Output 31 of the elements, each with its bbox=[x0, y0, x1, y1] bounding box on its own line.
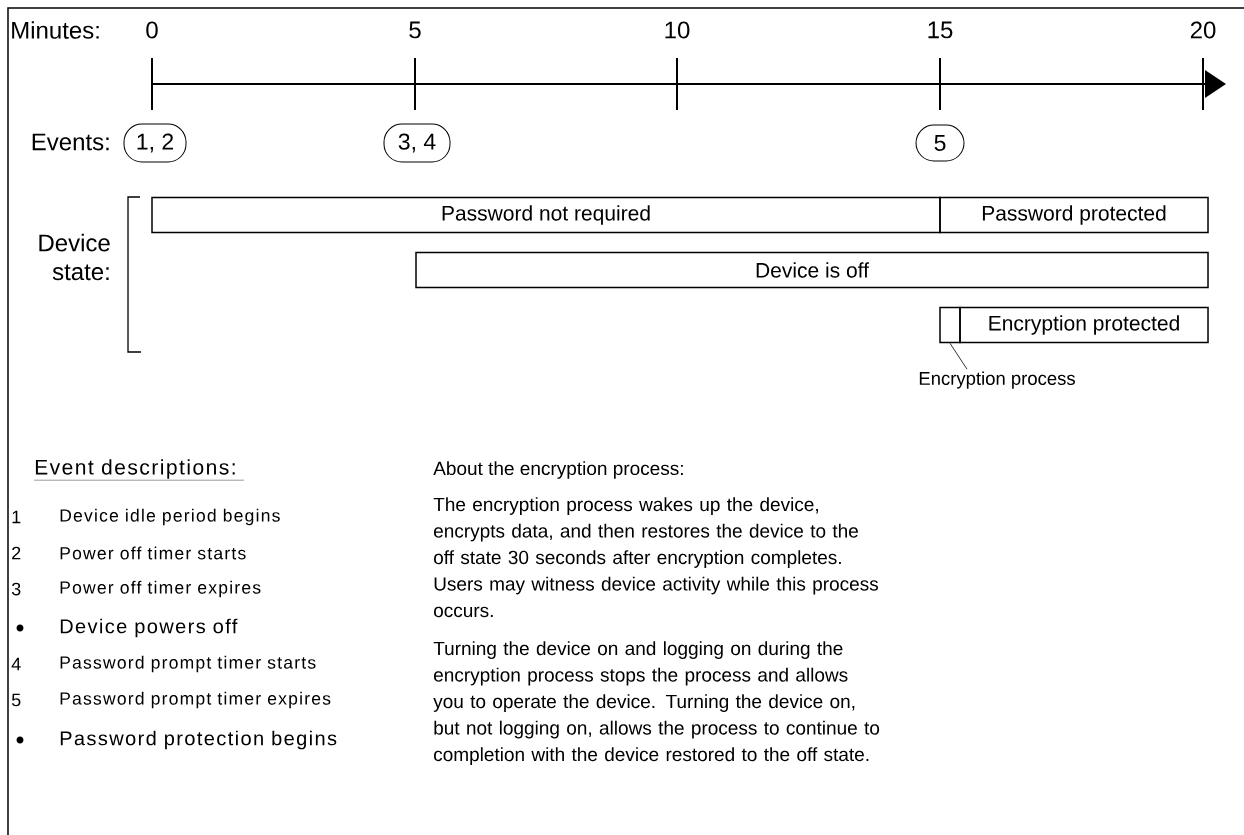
state-bar: Encryption protected bbox=[959, 306, 1209, 344]
leader-line bbox=[949, 342, 968, 370]
event-number: 1 bbox=[12, 510, 21, 524]
axis-label: Events: bbox=[32, 133, 109, 151]
event-description: Device idle period begins bbox=[60, 508, 280, 526]
section-heading: Event descriptions: bbox=[34, 459, 245, 481]
axis-label: Device state: bbox=[39, 233, 110, 281]
event-description: Password prompt timer starts bbox=[60, 655, 316, 673]
event-description: Power off timer starts bbox=[60, 546, 246, 560]
state-bar: Device is off bbox=[415, 251, 1209, 289]
event-number: 2 bbox=[12, 546, 21, 560]
event-description: Power off timer expires bbox=[60, 580, 261, 598]
tick-label: 5 bbox=[409, 21, 421, 39]
event-number: 4 bbox=[11, 657, 21, 671]
event-description: Password prompt timer expires bbox=[60, 691, 331, 709]
event-description: Device powers off bbox=[60, 618, 238, 638]
event-number: 5 bbox=[11, 693, 21, 707]
state-bar: Password not required bbox=[151, 196, 941, 234]
axis-label: Minutes: bbox=[12, 21, 99, 39]
event-number: 3 bbox=[11, 582, 21, 596]
paragraph: Turning the device on and logging on during the encryption process stops the process and allows you to operate the device. Turning the device on, but not logging on, allows the process to continue to completion with the device restored to the off state. bbox=[433, 641, 880, 765]
tick-label: 0 bbox=[146, 21, 158, 39]
tick-label: 15 bbox=[928, 21, 953, 39]
paragraph-heading: About the encryption process: bbox=[433, 461, 683, 479]
tick-label: 20 bbox=[1190, 21, 1216, 39]
paragraph: The encryption process wakes up the device, encrypts data, and then restores the device to the off state 30 seconds after encryption completes. Users may witness device activity while this process occurs. bbox=[433, 497, 879, 618]
leader-text: Encryption process bbox=[919, 371, 1075, 389]
tick-label: 10 bbox=[665, 21, 690, 39]
event-description: Password protection begins bbox=[60, 730, 337, 750]
state-bar: Password protected bbox=[939, 196, 1209, 234]
state-bar bbox=[939, 306, 961, 344]
